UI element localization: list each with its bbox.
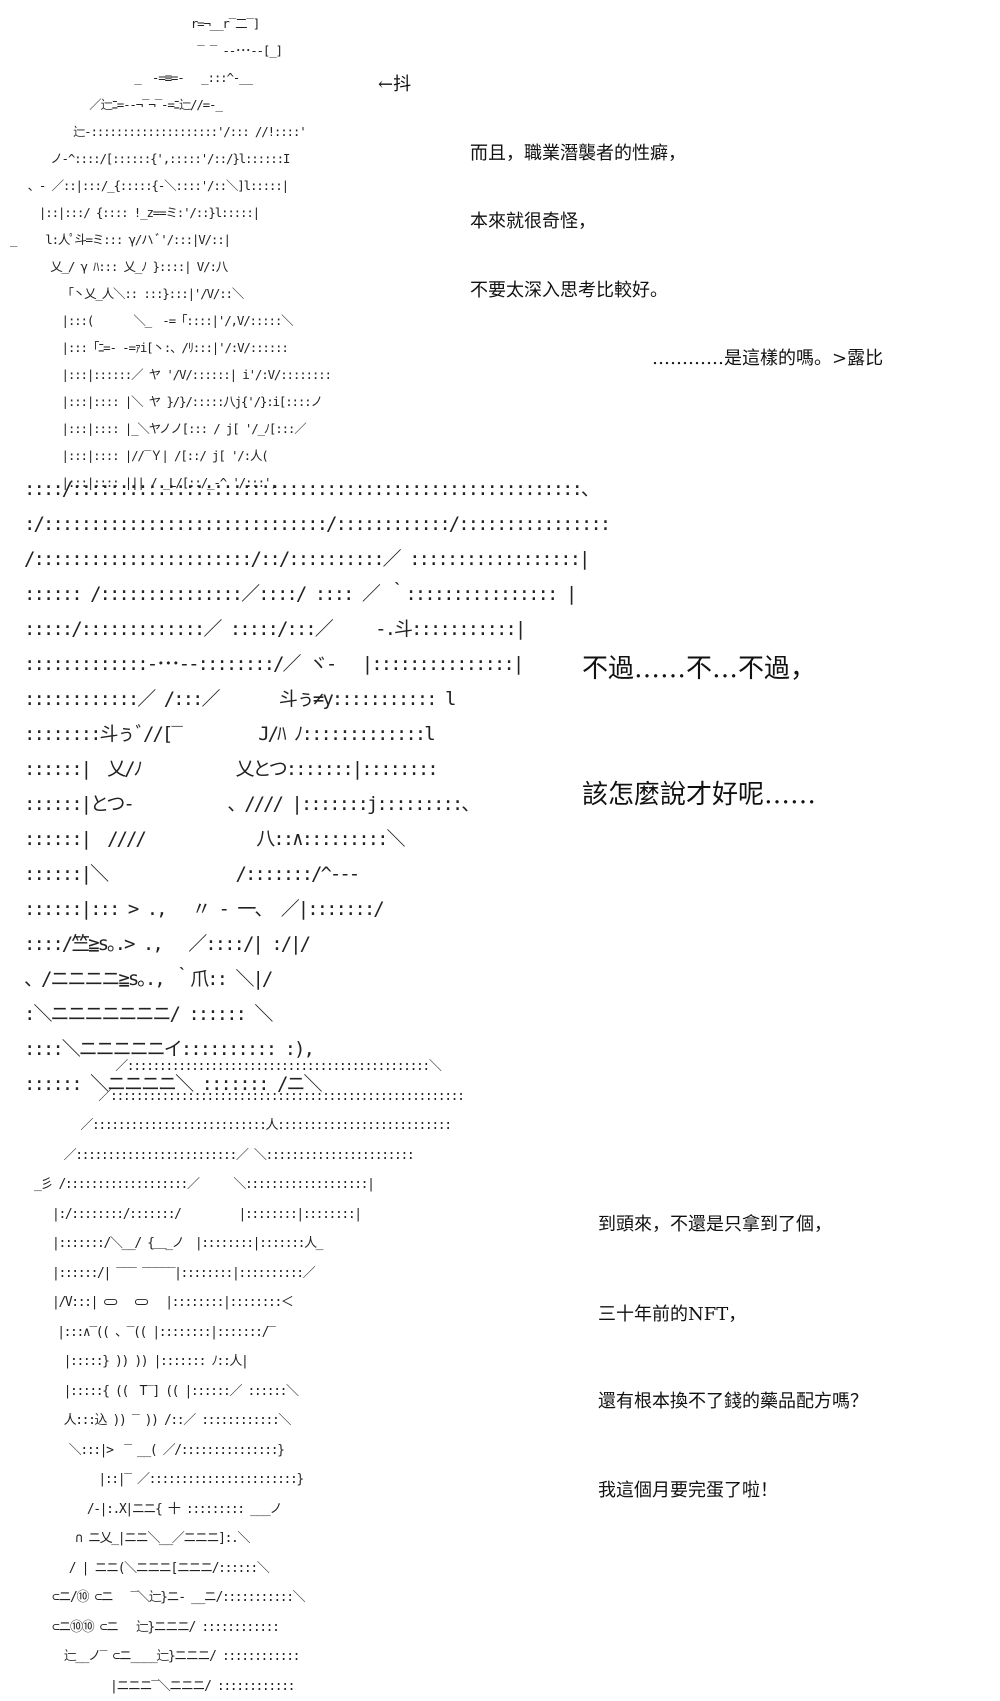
panel-2: ::::/:::::::::::::::::::::::::::::::::::…	[0, 472, 1000, 1095]
panel-1: r=¬__r‾二‾] ‾ ‾ ‐‐･･･‐‐[_] _ ‐=≡=‐ _:::^‐…	[0, 0, 1000, 490]
caption-line: 本來就很奇怪，	[470, 211, 596, 232]
caption-line: 不過……不…不過，	[582, 654, 817, 684]
panel-3: ／:::::::::::::::::::::::::::::::::::::::…	[0, 1052, 1000, 1694]
caption-line: 還有根本換不了錢的藥品配方嗎？	[598, 1391, 868, 1412]
ascii-art-figure-1: r=¬__r‾二‾] ‾ ‾ ‐‐･･･‐‐[_] _ ‐=≡=‐ _:::^‐…	[10, 16, 332, 490]
caption-line: 該怎麼說才好呢……	[582, 780, 817, 810]
caption-line: …………是這樣的嗎。>露比	[652, 348, 884, 369]
caption-line: 而且，職業潛襲者的性癖，	[470, 143, 686, 164]
ascii-art-figure-2: ::::/:::::::::::::::::::::::::::::::::::…	[24, 478, 611, 1095]
caption-line: 我這個月要完蛋了啦！	[598, 1480, 778, 1501]
shake-note: ←抖	[378, 74, 412, 95]
ascii-art-figure-3: ／:::::::::::::::::::::::::::::::::::::::…	[34, 1059, 465, 1694]
caption-line: 不要太深入思考比較好。	[470, 280, 668, 301]
caption-line: 三十年前的NFT，	[598, 1304, 747, 1325]
caption-line: 到頭來，不還是只拿到了個，	[598, 1214, 832, 1235]
